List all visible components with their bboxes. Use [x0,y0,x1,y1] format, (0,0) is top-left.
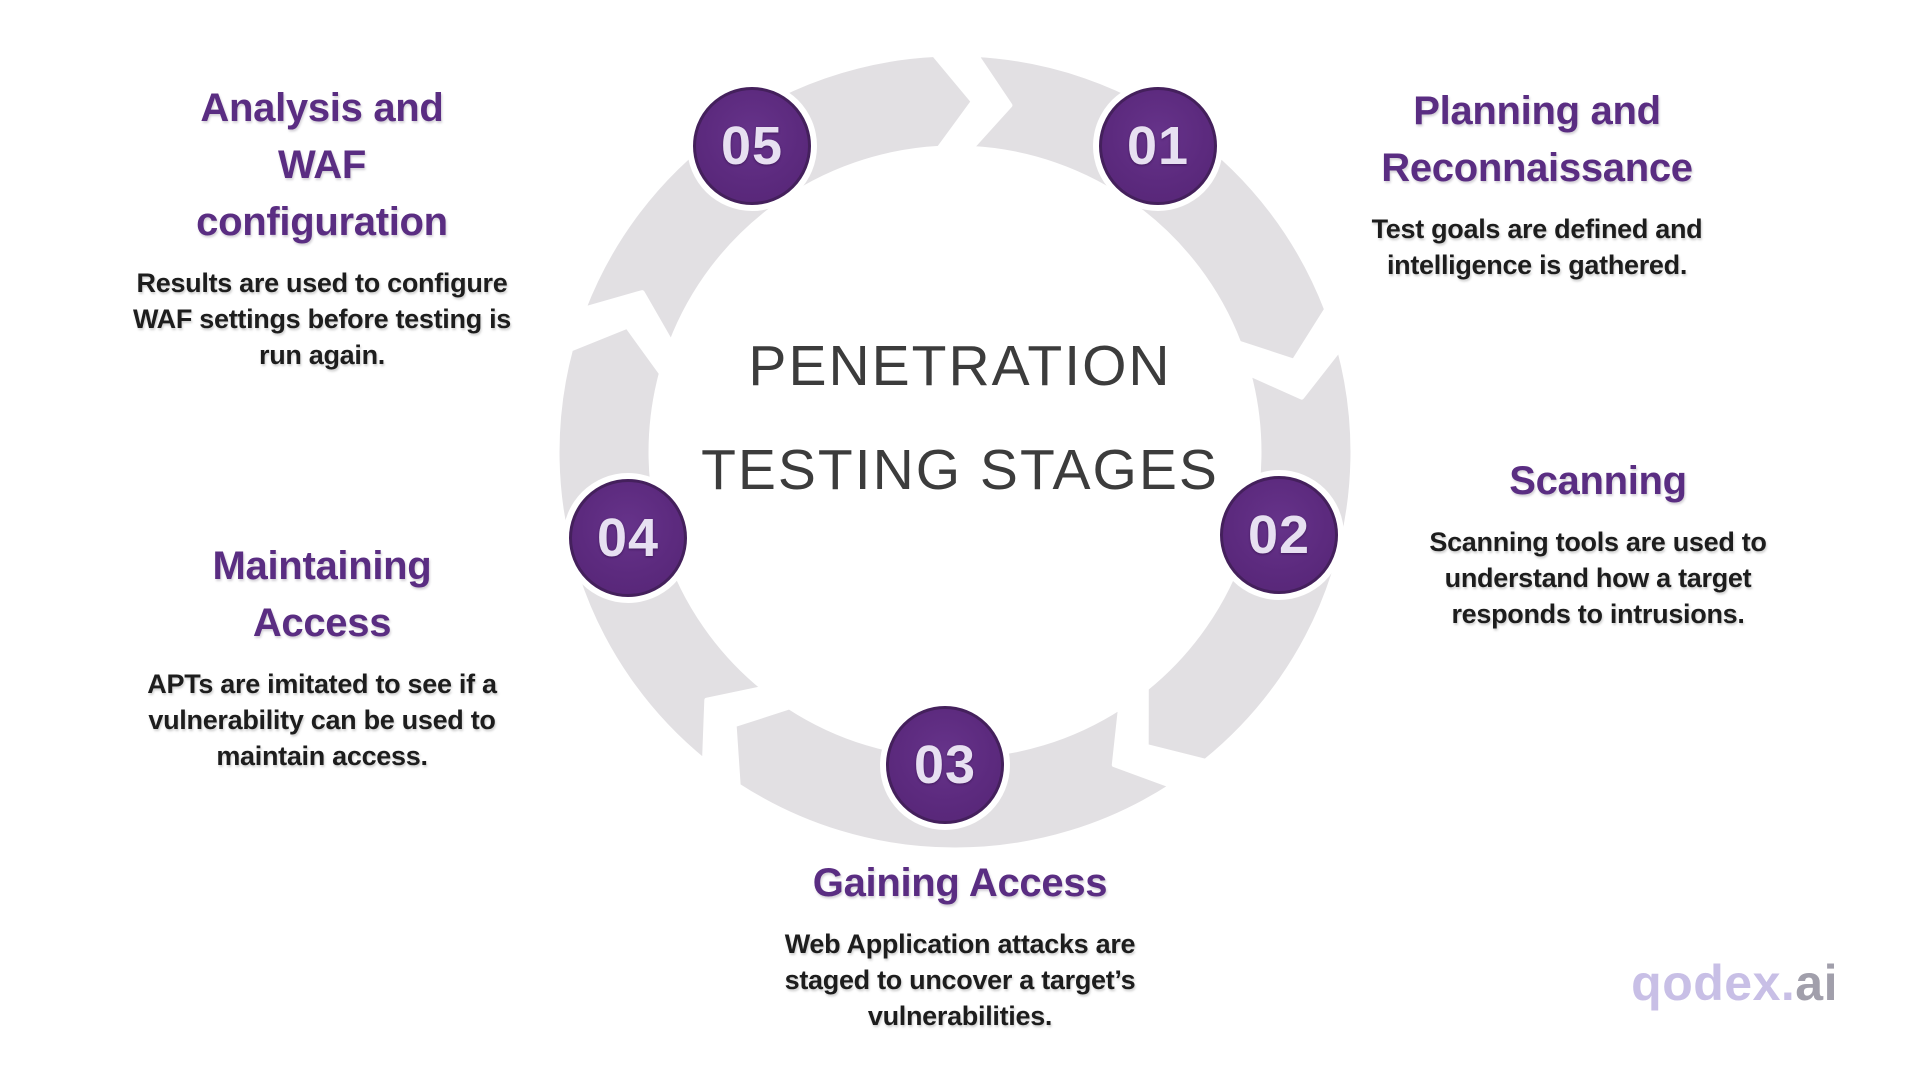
stage-text-maintaining-access: Maintaining Access APTs are imitated to … [102,538,542,774]
stage-text-gaining-access: Gaining Access Web Application attacks a… [720,855,1200,1034]
qodex-logo: qodex.ai [1588,948,1838,1018]
logo-suffix-text: ai [1795,955,1838,1011]
stage-circle-01: 01 [1099,87,1217,205]
stage-text-scanning: Scanning Scanning tools are used to unde… [1368,453,1828,632]
stage-description: APTs are imitated to see if a vulnerabil… [147,669,497,771]
stage-text-analysis-waf-configuration: Analysis and WAF configuration Results a… [102,80,542,373]
stage-title: Maintaining Access [212,544,432,645]
stage-circle-05: 05 [693,87,811,205]
diagram-title-line1: PENETRATION [748,334,1172,398]
stage-title: Scanning [1509,459,1687,503]
stage-description: Web Application attacks are staged to un… [784,929,1136,1031]
stage-description: Scanning tools are used to understand ho… [1429,527,1767,629]
stage-title: Analysis and WAF configuration [196,86,448,244]
stage-description: Test goals are defined and intelligence … [1371,214,1703,280]
stage-circle-03: 03 [886,706,1004,824]
diagram-title-line2: TESTING STAGES [701,438,1219,502]
stage-circle-02: 02 [1220,476,1338,594]
stage-title: Gaining Access [812,861,1108,905]
stage-circle-04: 04 [569,479,687,597]
ring-arrow-segment-1 [968,52,1330,364]
stage-text-planning-reconnaissance: Planning and Reconnaissance Test goals a… [1307,83,1767,283]
logo-brand-text: qodex. [1631,955,1796,1011]
ring-arrow-segment-5 [580,52,976,346]
diagram-title: PENETRATION TESTING STAGES [610,314,1310,522]
stage-title: Planning and Reconnaissance [1381,89,1693,190]
stage-description: Results are used to configure WAF settin… [132,268,512,370]
